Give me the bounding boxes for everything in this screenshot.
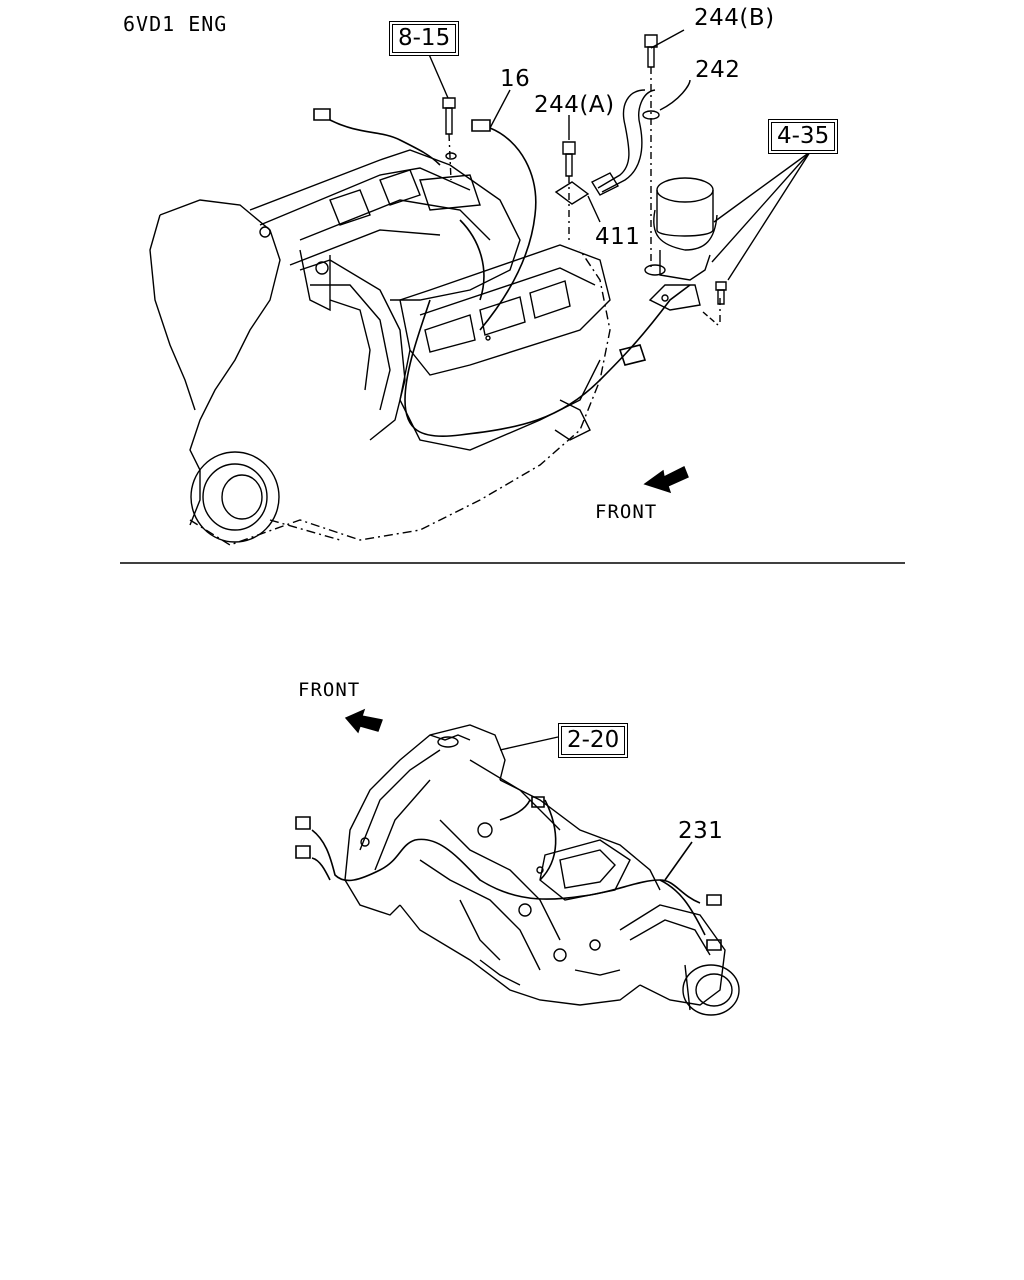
transmission-wiring-harness bbox=[296, 797, 721, 950]
engine-front-label: FRONT bbox=[595, 501, 658, 523]
bolt-244a-and-bracket-411 bbox=[556, 115, 600, 240]
transmission-front-arrow-icon bbox=[346, 710, 382, 732]
transmission-front-label: FRONT bbox=[298, 679, 361, 701]
callout-ref-8-15: 8-15 bbox=[392, 24, 457, 53]
callout-part-16: 16 bbox=[500, 66, 531, 92]
engine-block-drawing bbox=[150, 150, 610, 545]
callout-part-244b: 244(B) bbox=[694, 5, 775, 31]
leader-16 bbox=[490, 90, 510, 128]
callout-part-231: 231 bbox=[678, 818, 724, 844]
transmission-drawing bbox=[345, 725, 739, 1015]
callout-part-411: 411 bbox=[595, 224, 641, 250]
leader-2-20 bbox=[500, 737, 558, 750]
callout-part-242: 242 bbox=[695, 57, 741, 83]
bolt-8-15 bbox=[428, 52, 456, 180]
diagram-header-title: 6VD1 ENG bbox=[123, 12, 228, 36]
callout-ref-4-35: 4-35 bbox=[771, 122, 836, 151]
callout-part-244a: 244(A) bbox=[534, 92, 615, 118]
engine-wiring-harness bbox=[314, 109, 690, 436]
canister-assembly-4-35 bbox=[645, 152, 810, 325]
callout-ref-2-20: 2-20 bbox=[561, 726, 626, 755]
bolt-244b-and-hose-242 bbox=[592, 30, 690, 270]
engine-front-arrow-icon bbox=[645, 467, 688, 492]
